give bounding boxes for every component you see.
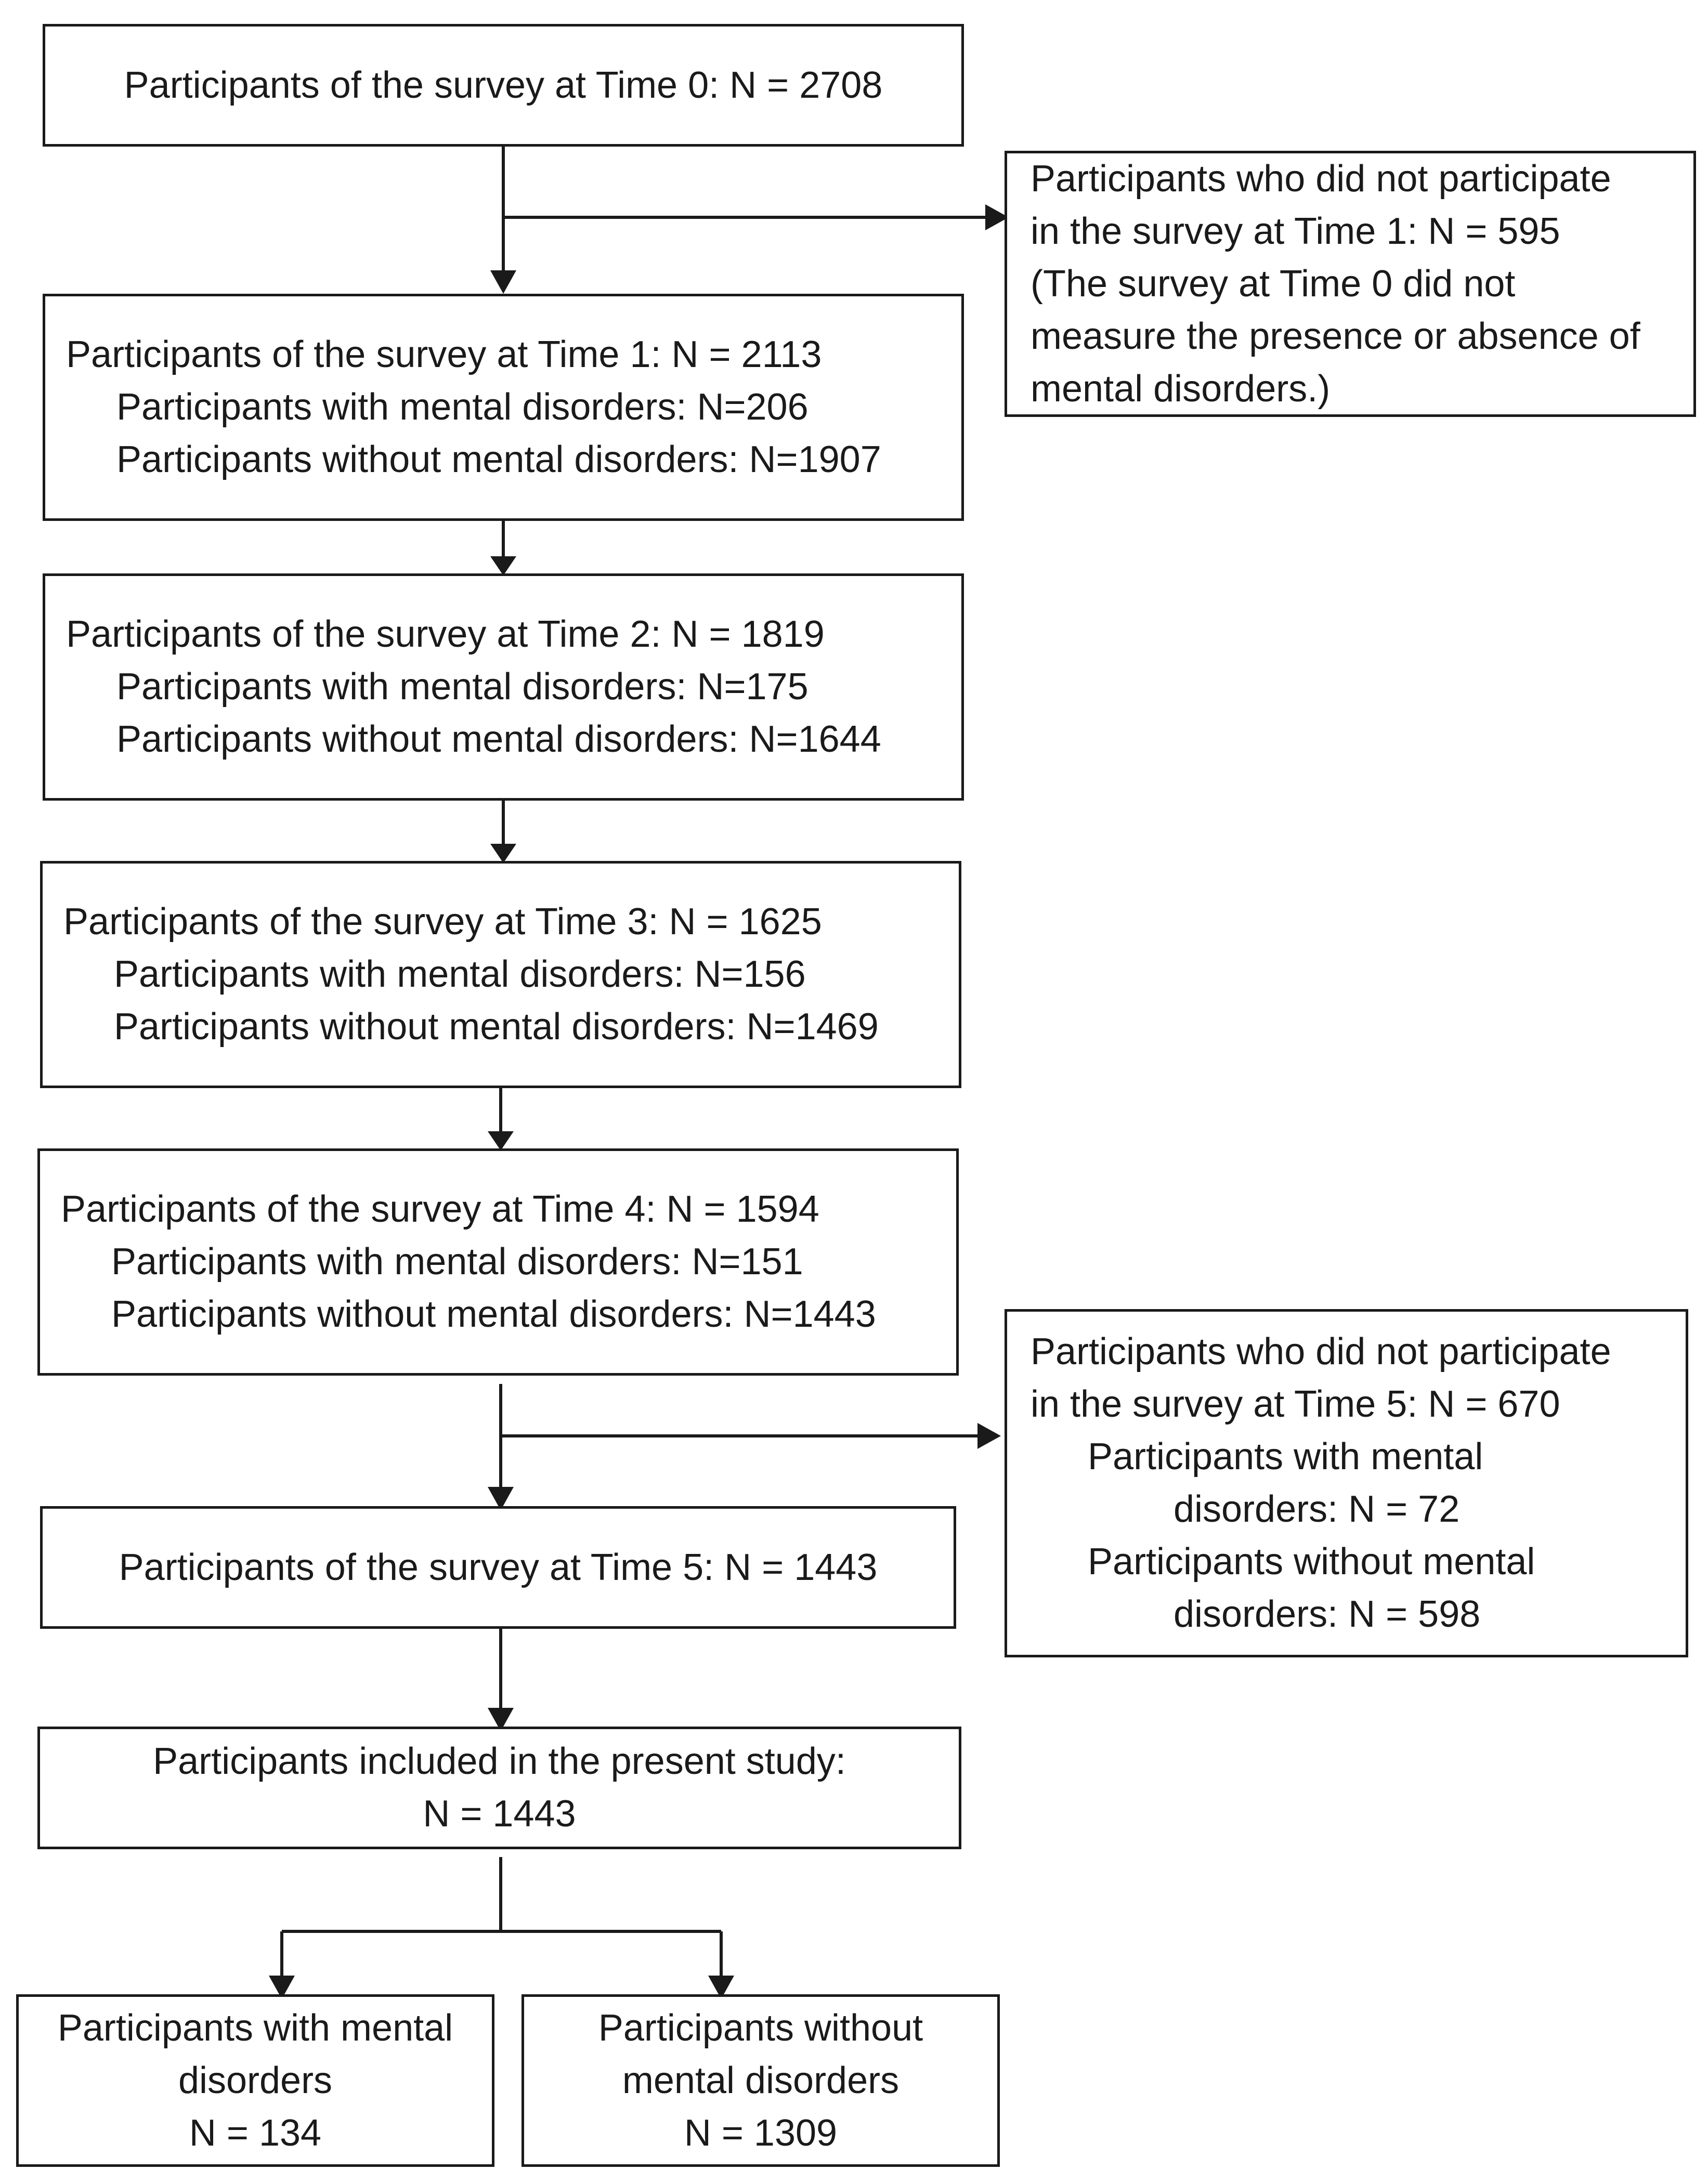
arrowhead-time4-time5 (488, 1487, 514, 1510)
box-dropout-time5-line6: disorders: N = 598 (1174, 1593, 1481, 1635)
box-time0: Participants of the survey at Time 0: N … (43, 24, 964, 147)
box-with-mental-disorders-line3: N = 134 (189, 2112, 322, 2154)
box-time1-line1: Participants of the survey at Time 1: N … (66, 334, 822, 375)
box-without-mental-disorders-line3: N = 1309 (684, 2112, 838, 2154)
arrowhead-time2-time3 (490, 844, 516, 863)
box-time3-line1: Participants of the survey at Time 3: N … (63, 901, 822, 943)
arrowhead-time5-included (488, 1708, 514, 1731)
box-time3: Participants of the survey at Time 3: N … (40, 861, 961, 1088)
box-without-mental-disorders: Participants without mental disorders N … (521, 1994, 1000, 2167)
box-time2: Participants of the survey at Time 2: N … (43, 573, 964, 801)
box-time3-line3: Participants without mental disorders: N… (114, 1006, 879, 1048)
box-dropout-time5-line1: Participants who did not participate (1031, 1331, 1611, 1372)
box-dropout-time5: Participants who did not participate in … (1005, 1309, 1688, 1657)
box-dropout-time5-line3: Participants with mental (1088, 1436, 1483, 1478)
box-time4-line2: Participants with mental disorders: N=15… (111, 1241, 803, 1283)
arrowhead-time3-time4 (488, 1131, 514, 1151)
box-time1: Participants of the survey at Time 1: N … (43, 294, 964, 521)
box-dropout-time5-line5: Participants without mental (1088, 1541, 1535, 1583)
box-dropout-time1-line3: (The survey at Time 0 did not (1031, 263, 1516, 305)
box-dropout-time1-line5: mental disorders.) (1031, 368, 1331, 410)
box-dropout-time1-line2: in the survey at Time 1: N = 595 (1031, 210, 1560, 252)
arrowhead-split-right (708, 1976, 734, 1999)
arrowhead-time1-time2 (490, 556, 516, 576)
box-dropout-time1-line4: measure the presence or absence of (1031, 315, 1640, 357)
box-dropout-time5-line4: disorders: N = 72 (1174, 1488, 1460, 1530)
box-included-line1: Participants included in the present stu… (153, 1741, 846, 1782)
box-without-mental-disorders-line1: Participants without (598, 2007, 923, 2049)
box-time4-line1: Participants of the survey at Time 4: N … (61, 1188, 819, 1230)
arrowhead-branch-dropout1 (985, 204, 1009, 230)
box-without-mental-disorders-line2: mental disorders (622, 2059, 899, 2101)
box-time3-line2: Participants with mental disorders: N=15… (114, 953, 806, 995)
box-included: Participants included in the present stu… (37, 1727, 961, 1849)
arrowhead-branch-dropout5 (977, 1423, 1001, 1449)
box-with-mental-disorders-line2: disorders (178, 2059, 333, 2101)
box-included-line2: N = 1443 (423, 1793, 576, 1835)
box-dropout-time1-line1: Participants who did not participate (1031, 158, 1611, 200)
box-time2-line2: Participants with mental disorders: N=17… (116, 666, 809, 708)
box-time1-line2: Participants with mental disorders: N=20… (116, 386, 809, 428)
box-dropout-time1: Participants who did not participate in … (1005, 151, 1696, 417)
box-time4: Participants of the survey at Time 4: N … (37, 1148, 959, 1376)
box-time4-line3: Participants without mental disorders: N… (111, 1293, 876, 1335)
box-dropout-time5-line2: in the survey at Time 5: N = 670 (1031, 1383, 1560, 1425)
box-time5: Participants of the survey at Time 5: N … (40, 1506, 956, 1629)
box-time1-line3: Participants without mental disorders: N… (116, 439, 881, 480)
box-with-mental-disorders-line1: Participants with mental (57, 2007, 453, 2049)
box-time2-line1: Participants of the survey at Time 2: N … (66, 613, 825, 655)
box-time2-line3: Participants without mental disorders: N… (116, 718, 881, 760)
arrowhead-split-left (269, 1976, 295, 1999)
arrowhead-time0-time1 (490, 270, 516, 294)
box-with-mental-disorders: Participants with mental disorders N = 1… (16, 1994, 494, 2167)
box-time5-line1: Participants of the survey at Time 5: N … (119, 1546, 878, 1588)
box-time0-line1: Participants of the survey at Time 0: N … (124, 64, 883, 106)
